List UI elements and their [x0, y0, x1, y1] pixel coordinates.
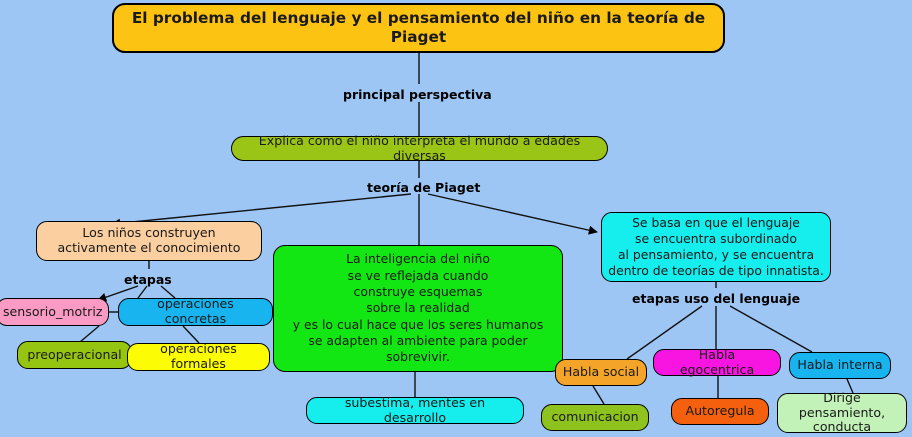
- node-autoregula-text: Autoregula: [685, 403, 755, 419]
- connector-label-teoria-de-piaget: teoría de Piaget: [367, 180, 481, 195]
- node-operaciones-concretas-text: operaciones concretas: [157, 296, 234, 326]
- node-subestima[interactable]: subestima, mentes en desarrollo: [306, 394, 524, 425]
- node-title[interactable]: El problema del lenguaje y el pensamient…: [112, 3, 725, 53]
- edge-hablasocial-to-comunicacion: [592, 385, 605, 405]
- edge-teoria-to-ninos: [111, 193, 412, 228]
- node-operaciones-concretas[interactable]: operaciones concretas: [118, 296, 273, 326]
- node-ninos-construyen-text: Los niños construyen activamente el cono…: [57, 225, 241, 255]
- connector-label-etapas-uso-del-lenguaje: etapas uso del lenguaje: [632, 291, 801, 306]
- node-autoregula[interactable]: Autoregula: [671, 398, 769, 425]
- node-explica[interactable]: Explica como el niño interpreta el mundo…: [231, 132, 608, 163]
- edge-teoria-to-sebasa: [427, 193, 598, 235]
- edge-etapas-to-opconcretas-a: [137, 285, 148, 299]
- node-comunicacion-text: comunicacion: [551, 409, 639, 425]
- node-habla-egocentrica-text: Habla egocentrica: [679, 346, 755, 377]
- node-habla-social-text: Habla social: [562, 364, 640, 380]
- node-operaciones-formales[interactable]: operaciones formales: [127, 341, 270, 371]
- node-preoperacional[interactable]: preoperacional: [17, 341, 132, 369]
- edge-etapasuso-to-hablainterna: [729, 305, 813, 353]
- edge-sensorio-to-preoperacional: [79, 325, 100, 343]
- node-sensorio-motriz-text: sensorio_motriz: [3, 303, 103, 319]
- node-explica-text: Explica como el niño interpreta el mundo…: [258, 132, 581, 163]
- node-dirige-pensamiento-text: Dirige pensamiento,conducta: [798, 390, 886, 435]
- connector-label-etapas: etapas: [124, 272, 172, 287]
- node-ninos-construyen[interactable]: Los niños construyen activamente el cono…: [36, 221, 262, 261]
- node-operaciones-formales-text: operaciones formales: [160, 341, 237, 371]
- node-dirige-pensamiento[interactable]: Dirige pensamiento,conducta: [777, 390, 907, 435]
- node-preoperacional-text: preoperacional: [27, 346, 122, 362]
- connector-label-principal-perspectiva: principal perspectiva: [343, 87, 492, 102]
- node-comunicacion[interactable]: comunicacion: [541, 404, 649, 431]
- node-habla-interna-text: Habla interna: [797, 357, 883, 373]
- node-subestima-text: subestima, mentes en desarrollo: [344, 394, 486, 425]
- node-habla-social[interactable]: Habla social: [555, 359, 647, 386]
- node-habla-egocentrica[interactable]: Habla egocentrica: [653, 346, 781, 377]
- node-sensorio-motriz[interactable]: sensorio_motriz: [0, 298, 109, 326]
- node-title-text: El problema del lenguaje y el pensamient…: [131, 8, 706, 46]
- node-habla-interna[interactable]: Habla interna: [789, 352, 891, 379]
